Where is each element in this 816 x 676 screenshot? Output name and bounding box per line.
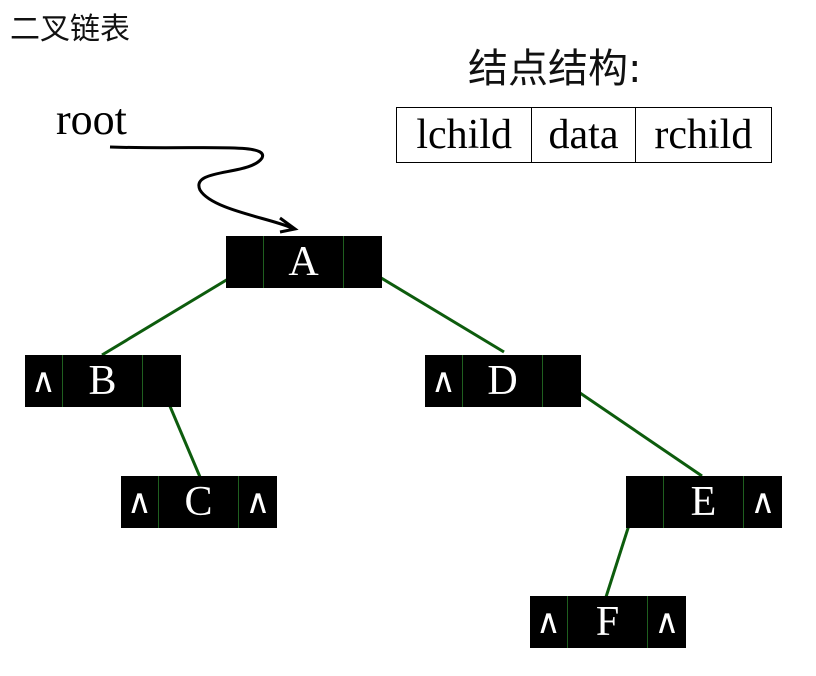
diagram-title: 二叉链表	[10, 12, 130, 47]
node-e-lchild	[626, 476, 664, 528]
root-arrowhead	[279, 216, 299, 234]
node-d-data: D	[463, 355, 543, 407]
root-pointer-arrow	[109, 145, 293, 230]
data-field: data	[532, 108, 636, 162]
node-f: ∧ F ∧	[530, 596, 686, 648]
node-b-rchild	[143, 355, 181, 407]
node-a-data: A	[264, 236, 344, 288]
node-structure-box: lchild data rchild	[396, 107, 772, 163]
structure-label: 结点结构:	[468, 46, 642, 92]
node-c-rchild: ∧	[245, 482, 271, 522]
node-e-rchild: ∧	[750, 482, 776, 522]
link-a-b	[101, 265, 249, 357]
node-a-rchild	[344, 236, 382, 288]
node-f-rchild: ∧	[654, 602, 680, 642]
rchild-field: rchild	[654, 112, 753, 158]
node-b: ∧ B	[25, 355, 181, 407]
node-a-lchild	[226, 236, 264, 288]
root-label: root	[56, 95, 127, 144]
node-f-data: F	[568, 596, 648, 648]
node-e-data: E	[664, 476, 744, 528]
node-d-lchild: ∧	[425, 355, 463, 407]
node-d-rchild	[543, 355, 581, 407]
lchild-field: lchild	[397, 108, 533, 162]
node-b-lchild: ∧	[25, 355, 63, 407]
node-a: A	[226, 236, 382, 288]
node-c-data: C	[159, 476, 239, 528]
node-d: ∧ D	[425, 355, 581, 407]
link-d-e	[557, 376, 703, 478]
node-c: ∧ C ∧	[121, 476, 277, 528]
node-f-lchild: ∧	[530, 596, 568, 648]
node-c-lchild: ∧	[121, 476, 159, 528]
node-b-data: B	[63, 355, 143, 407]
link-a-d	[357, 262, 505, 354]
node-e: E ∧	[626, 476, 782, 528]
